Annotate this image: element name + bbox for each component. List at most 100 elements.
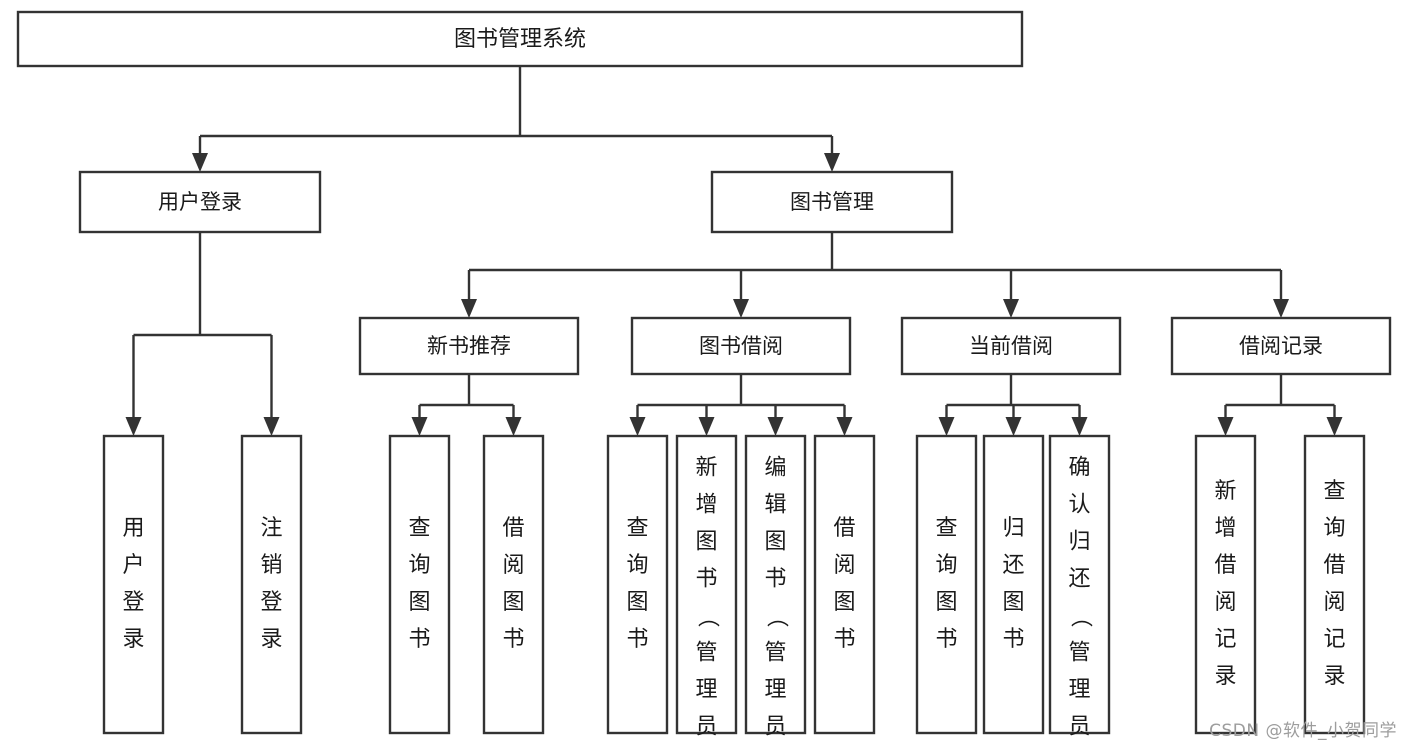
arrow-head-icon [698, 417, 715, 436]
leaf-label-char: 认 [1068, 493, 1090, 518]
leaf-label-char: 员 [764, 715, 786, 740]
leaf-label-char: 员 [695, 715, 717, 740]
leaf-label-char: 图 [764, 530, 786, 555]
arrow-head-icon [629, 417, 646, 436]
node-layer: 图书管理系统用户登录图书管理新书推荐图书借阅当前借阅借阅记录用户登录注销登录查询… [16, 10, 1392, 747]
leaf-label-char: （ [1068, 605, 1093, 627]
leaf-label-char: 阅 [1323, 590, 1345, 615]
arrow-head-icon [411, 417, 428, 436]
leaf-label-char: 还 [1002, 553, 1024, 578]
arrow-head-icon [733, 299, 749, 318]
leaf-label-char: 确 [1068, 456, 1090, 481]
arrow-head-icon [938, 417, 955, 436]
leaf-label-char: 用 [122, 516, 144, 541]
arrow-head-icon [824, 153, 840, 172]
node-user-login[interactable]: 用户登录 [78, 170, 322, 234]
leaf-label-char: 询 [408, 553, 430, 578]
leaf-label-char: 编 [764, 456, 786, 481]
leaf-label-char: 借 [1214, 553, 1236, 578]
leaf-label-char: 理 [695, 678, 717, 703]
node-label: 图书借阅 [699, 334, 783, 358]
leaf-label-char: 增 [695, 493, 717, 518]
arrow-head-icon [1217, 417, 1234, 436]
leaf-label-char: 书 [935, 627, 957, 652]
node-book-borrow[interactable]: 图书借阅 [630, 316, 852, 376]
leaf-label-char: 图 [695, 530, 717, 555]
leaf-label-char: 录 [1323, 664, 1345, 689]
leaf-label-char: 查 [935, 516, 957, 541]
connector-layer [125, 66, 1343, 436]
leaf-label-char: 图 [502, 590, 524, 615]
leaf-label-char: 还 [1068, 567, 1090, 592]
leaf-label-char: 书 [833, 627, 855, 652]
leaf-label-char: 录 [122, 627, 144, 652]
leaf-label-char: 阅 [502, 553, 524, 578]
arrow-head-icon [1003, 299, 1019, 318]
leaf-label-char: 书 [1002, 627, 1024, 652]
leaf-label-char: 阅 [833, 553, 855, 578]
node-borrow-record[interactable]: 借阅记录 [1170, 316, 1392, 376]
leaf-label-char: 销 [260, 553, 282, 578]
leaf-label-char: 辑 [764, 493, 786, 518]
leaf-label-char: 员 [1068, 715, 1090, 740]
leaf-label-char: 图 [833, 590, 855, 615]
leaf-label-char: 查 [408, 516, 430, 541]
leaf-label-char: 新 [695, 456, 717, 481]
leaf-label-char: 查 [626, 516, 648, 541]
leaf-label-char: （ [764, 605, 789, 627]
arrow-head-icon [1071, 417, 1088, 436]
leaf-label-char: 借 [502, 516, 524, 541]
leaf-label-char: 询 [935, 553, 957, 578]
node-label: 当前借阅 [969, 334, 1053, 358]
leaf-label-char: 录 [1214, 664, 1236, 689]
arrow-head-icon [125, 417, 142, 436]
leaf-label-char: 图 [1002, 590, 1024, 615]
leaf-label-char: 阅 [1214, 590, 1236, 615]
leaf-node-leaf-user-login[interactable]: 用户登录 [102, 434, 165, 735]
node-label: 用户登录 [158, 190, 242, 214]
node-current-borrow[interactable]: 当前借阅 [900, 316, 1122, 376]
leaf-label-char: 户 [122, 553, 144, 578]
leaf-label-char: 新 [1214, 479, 1236, 504]
leaf-label-char: 记 [1214, 627, 1236, 652]
arrow-head-icon [836, 417, 853, 436]
leaf-label-char: 书 [695, 567, 717, 592]
leaf-label-char: 登 [122, 590, 144, 615]
node-label: 借阅记录 [1239, 334, 1323, 358]
leaf-label-char: 询 [626, 553, 648, 578]
leaf-label-char: 归 [1068, 530, 1090, 555]
leaf-label-char: 管 [1068, 641, 1090, 666]
leaf-label-char: 管 [764, 641, 786, 666]
leaf-label-char: 书 [626, 627, 648, 652]
leaf-label-char: 图 [935, 590, 957, 615]
leaf-label-char: 理 [1068, 678, 1090, 703]
leaf-label-char: 记 [1323, 627, 1345, 652]
leaf-label-char: 增 [1214, 516, 1236, 541]
leaf-label-char: 书 [764, 567, 786, 592]
node-root[interactable]: 图书管理系统 [16, 10, 1024, 68]
leaf-label-char: 理 [764, 678, 786, 703]
leaf-label-char: 借 [833, 516, 855, 541]
node-new-book-rec[interactable]: 新书推荐 [358, 316, 580, 376]
node-book-manage[interactable]: 图书管理 [710, 170, 954, 234]
arrow-head-icon [461, 299, 477, 318]
arrow-head-icon [767, 417, 784, 436]
leaf-label-char: 注 [260, 516, 282, 541]
leaf-label-char: 图 [626, 590, 648, 615]
node-label: 图书管理 [790, 190, 874, 214]
leaf-label-char: 图 [408, 590, 430, 615]
